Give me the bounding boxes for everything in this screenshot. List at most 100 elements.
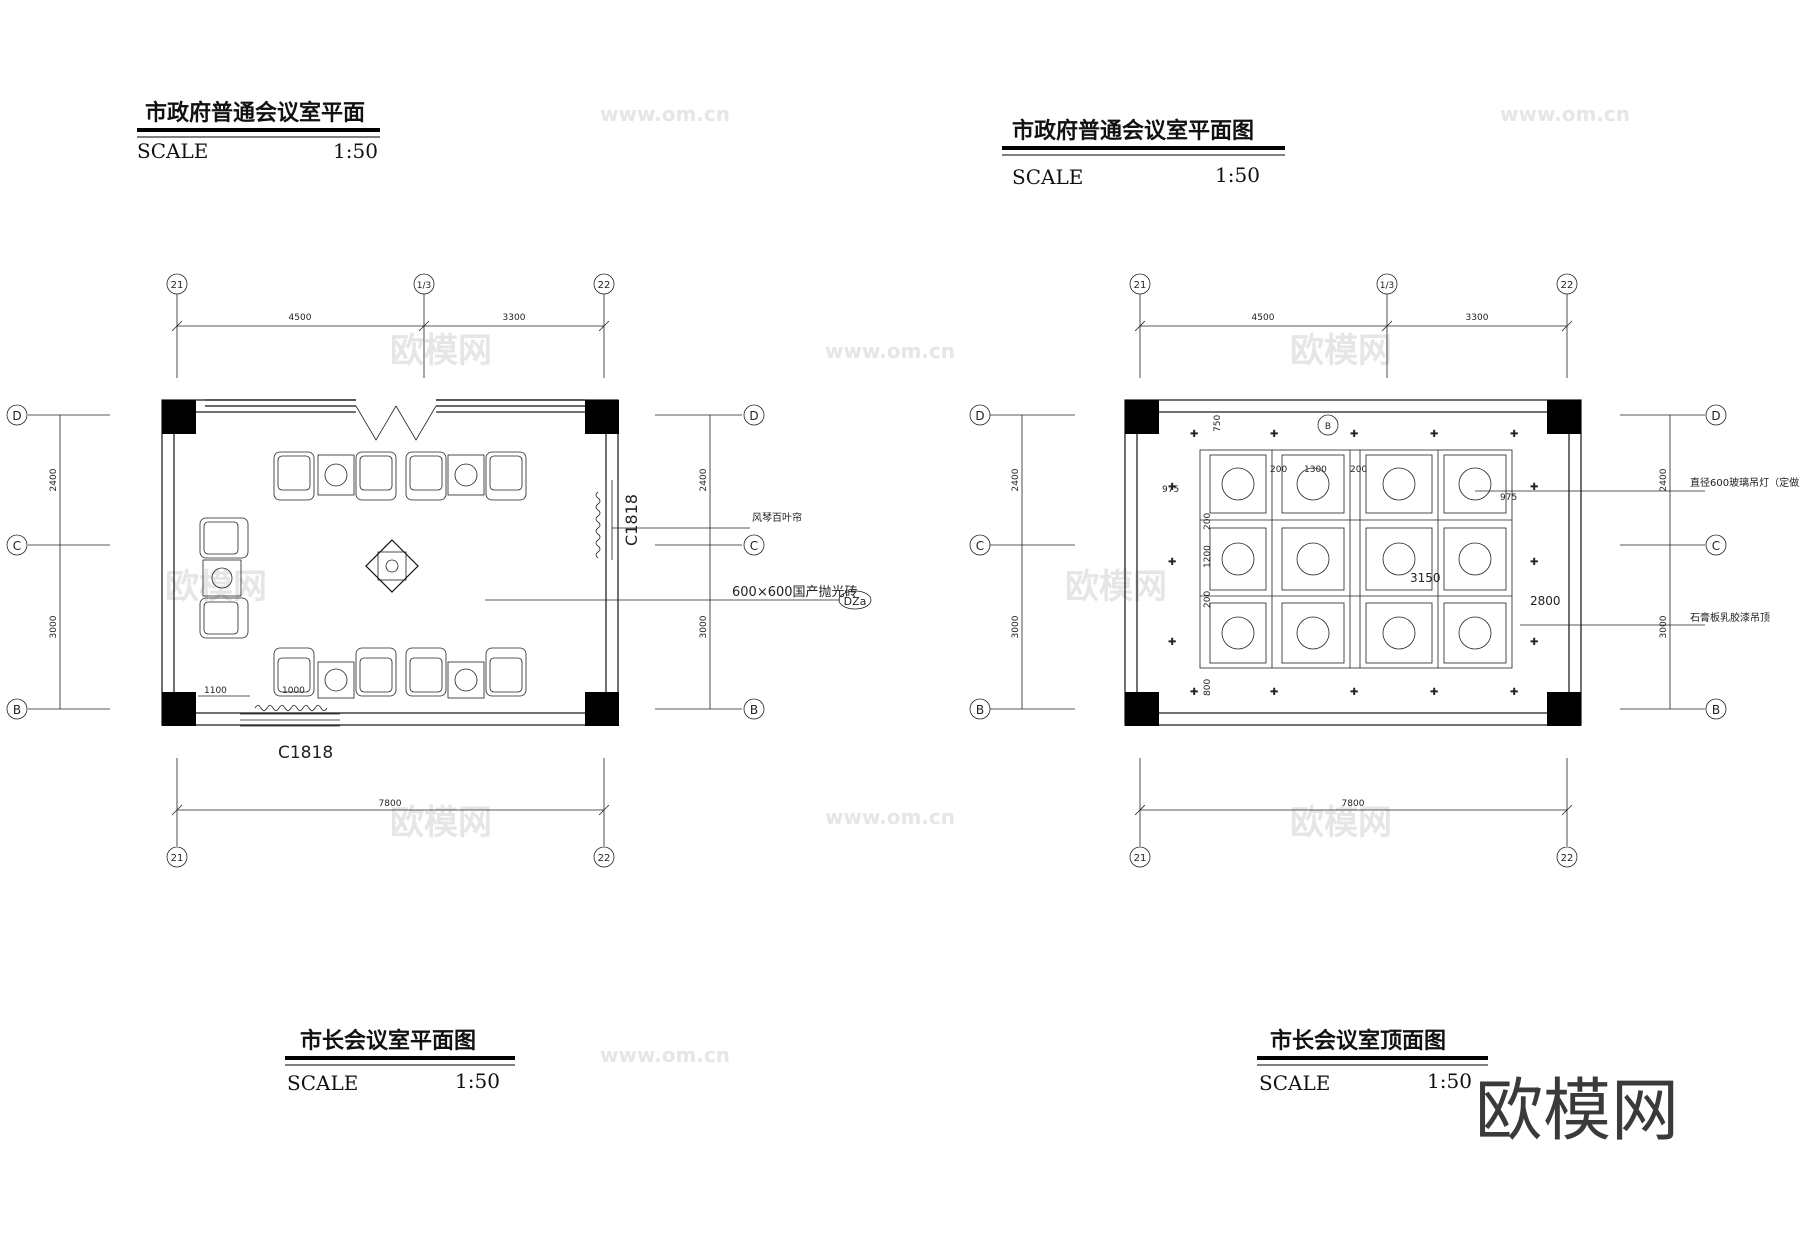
svg-text:✚: ✚ xyxy=(1168,482,1176,493)
walls xyxy=(1124,399,1582,726)
scale-value: 1:50 xyxy=(455,1069,500,1093)
title-block-4: 市长会议室顶面图 SCALE 1:50 xyxy=(1257,1028,1488,1095)
dimension: 2400 xyxy=(49,468,59,491)
curtain-right xyxy=(595,491,601,559)
watermark-brand: 欧模网 xyxy=(165,567,267,607)
dimension: 7800 xyxy=(379,799,402,809)
axis-label: C xyxy=(750,539,758,553)
svg-text:✚: ✚ xyxy=(1530,557,1538,568)
axis-label: B xyxy=(976,703,984,717)
svg-text:✚: ✚ xyxy=(1510,687,1518,698)
axis-label: B xyxy=(750,703,758,717)
title-text: 市长会议室平面图 xyxy=(300,1028,476,1054)
svg-text:✚: ✚ xyxy=(1190,687,1198,698)
axis-side-left: D C B 2400 3000 xyxy=(6,404,110,720)
axis-label: D xyxy=(1711,409,1720,423)
walls xyxy=(161,398,619,727)
note-tile: 600×600国产抛光砖 xyxy=(732,585,858,600)
title-text: 市政府普通会议室平面 xyxy=(145,100,365,126)
window-tag: C1818 xyxy=(278,743,333,763)
axis-label: 21 xyxy=(171,280,184,291)
watermark-brand: 欧模网 xyxy=(1290,803,1392,843)
chairs-top-row xyxy=(273,451,527,501)
dimension: 4500 xyxy=(1252,313,1275,323)
svg-text:✚: ✚ xyxy=(1510,429,1518,440)
scale-value: 1:50 xyxy=(1427,1069,1472,1093)
note-ceiling: 石膏板乳胶漆吊顶 xyxy=(1690,611,1770,624)
scale-label: SCALE xyxy=(137,139,208,163)
section-tag: B xyxy=(1325,422,1331,432)
svg-text:✚: ✚ xyxy=(1530,482,1538,493)
svg-text:✚: ✚ xyxy=(1350,687,1358,698)
watermark-text: www.om.cn xyxy=(600,1043,730,1067)
dimension: 1200 xyxy=(1203,545,1213,568)
axis-label: 1/3 xyxy=(1380,281,1394,291)
scale-value: 1:50 xyxy=(333,139,378,163)
downlights: ✚✚✚✚✚ ✚✚✚✚✚ ✚✚✚ ✚✚✚ xyxy=(1168,429,1538,698)
dimension: 200 xyxy=(1203,513,1213,530)
brand-logo: 欧模网 xyxy=(1475,1072,1679,1151)
scale-label: SCALE xyxy=(1259,1071,1330,1095)
dimension: 3000 xyxy=(1659,615,1669,638)
axis-label: 21 xyxy=(171,853,184,864)
axis-label: D xyxy=(12,409,21,423)
scale-label: SCALE xyxy=(1012,165,1083,189)
axis-side-left: D C B 2400 3000 xyxy=(969,404,1075,720)
axis-label: B xyxy=(13,703,21,717)
title-text: 市政府普通会议室平面图 xyxy=(1012,118,1254,144)
axis-label: D xyxy=(749,409,758,423)
axis-label: 1/3 xyxy=(417,281,431,291)
watermark-brand: 欧模网 xyxy=(390,331,492,371)
dimension: 1300 xyxy=(1304,465,1327,475)
dimension: 2400 xyxy=(699,468,709,491)
watermark-text: www.om.cn xyxy=(825,339,955,363)
svg-text:✚: ✚ xyxy=(1168,557,1176,568)
dimension: 3000 xyxy=(699,615,709,638)
svg-text:✚: ✚ xyxy=(1430,687,1438,698)
axis-bottom: 7800 21 22 xyxy=(1129,758,1578,868)
svg-text:✚: ✚ xyxy=(1270,429,1278,440)
axis-side-right: D C B 2400 3000 xyxy=(655,404,765,720)
level-mark: 3150 xyxy=(1410,571,1441,585)
axis-side-right: D C B 2400 3000 xyxy=(1620,404,1727,720)
ceiling-annotations: 750 975 975 200 200 1300 200 1200 200 80… xyxy=(1162,415,1800,696)
plan-left: 21 1/3 22 4500 3300 7800 21 22 xyxy=(6,273,872,868)
dimension: 3300 xyxy=(1466,313,1489,323)
axis-top: 21 1/3 22 4500 3300 xyxy=(166,273,615,378)
axis-label: 22 xyxy=(598,853,611,864)
dimension: 1000 xyxy=(282,686,305,696)
dimension: 800 xyxy=(1203,679,1213,696)
dimension: 200 xyxy=(1203,591,1213,608)
scale-label: SCALE xyxy=(287,1071,358,1095)
axis-label: 22 xyxy=(1561,280,1574,291)
title-block-1: 市政府普通会议室平面 SCALE 1:50 xyxy=(137,100,380,163)
dimension: 2400 xyxy=(1011,468,1021,491)
axis-label: C xyxy=(13,539,21,553)
axis-label: 21 xyxy=(1134,280,1147,291)
pendant-lamps xyxy=(1209,454,1507,664)
dimension: 2400 xyxy=(1659,468,1669,491)
axis-label: B xyxy=(1712,703,1720,717)
title-text: 市长会议室顶面图 xyxy=(1270,1028,1446,1054)
svg-text:✚: ✚ xyxy=(1190,429,1198,440)
ceiling-grid xyxy=(1199,449,1513,669)
note-lamp: 直径600玻璃吊灯（定做） xyxy=(1690,476,1800,489)
window-tag: C1818 xyxy=(622,494,641,546)
watermark-brand: 欧模网 xyxy=(1290,331,1392,371)
axis-label: 22 xyxy=(1561,853,1574,864)
watermarks: www.om.cn www.om.cn www.om.cn www.om.cn … xyxy=(165,102,1630,1067)
title-block-2: 市政府普通会议室平面图 SCALE 1:50 xyxy=(1002,118,1285,189)
floor-emblem xyxy=(365,539,419,593)
tag-label: DZa xyxy=(844,595,867,608)
dimension: 4500 xyxy=(289,313,312,323)
watermark-text: www.om.cn xyxy=(825,805,955,829)
chairs-left-column xyxy=(199,517,249,639)
axis-label: C xyxy=(1712,539,1720,553)
axis-label: C xyxy=(976,539,984,553)
watermark-brand: 欧模网 xyxy=(390,803,492,843)
dimension: 3300 xyxy=(503,313,526,323)
scale-value: 1:50 xyxy=(1215,163,1260,187)
level-mark: 2800 xyxy=(1530,594,1561,608)
svg-text:✚: ✚ xyxy=(1530,637,1538,648)
